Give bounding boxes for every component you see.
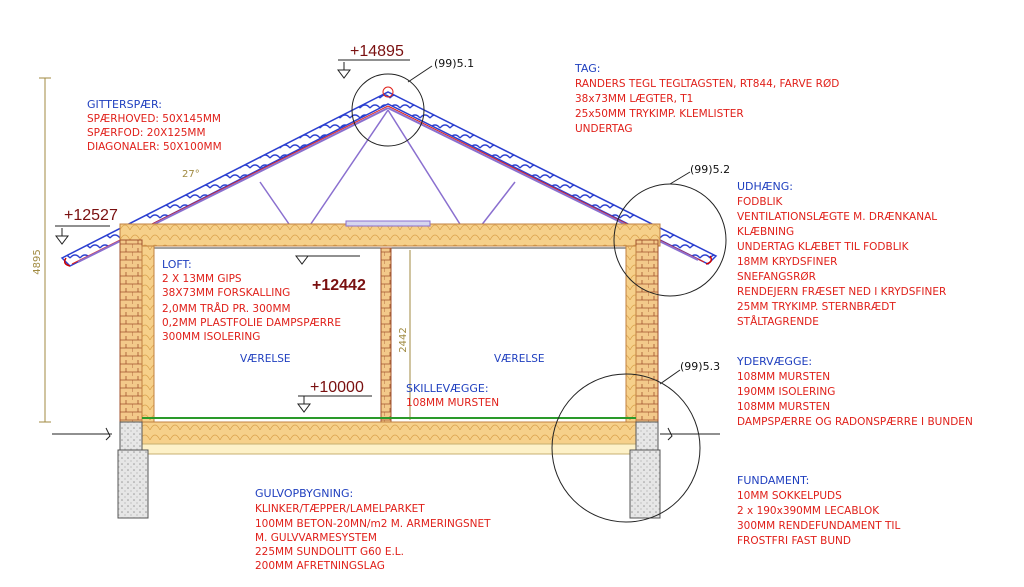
note-udhaeng: UDHÆNG: FODBLIK VENTILATIONSLÆGTE M. DRÆ… (737, 180, 946, 328)
level-floor-text: +10000 (310, 379, 364, 396)
note-line: M. GULVVARMESYSTEM (255, 532, 377, 544)
note-tag: TAG: RANDERS TEGL TEGLTAGSTEN, RT844, FA… (574, 62, 839, 135)
right-outer-wall (635, 239, 659, 423)
note-line: SPÆRFOD: 20X125MM (87, 127, 206, 139)
note-loft: LOFT: 2 X 13MM GIPS 38X73MM FORSKALLING … (162, 258, 341, 343)
total-height-dim: 4895 (32, 249, 43, 274)
room-height-dim: 2442 (398, 327, 409, 352)
note-line: 108MM MURSTEN (737, 401, 830, 413)
note-line: 200MM AFRETNINGSLAG (255, 560, 385, 572)
room-label-right: VÆRELSE (494, 353, 545, 365)
note-head: TAG: (574, 62, 600, 75)
roof-angle: 27° (182, 169, 200, 180)
note-line: 10MM SOKKELPUDS (737, 490, 842, 502)
note-line: UNDERTAG KLÆBET TIL FODBLIK (737, 241, 910, 253)
note-line: SPÆRHOVED: 50X145MM (87, 113, 221, 125)
note-line: RANDERS TEGL TEGLTAGSTEN, RT844, FARVE R… (575, 78, 839, 90)
note-line: 2,0MM TRÅD PR. 300MM (162, 302, 291, 315)
level-eaves-text: +12527 (64, 207, 118, 224)
note-line: 0,2MM PLASTFOLIE DAMPSPÆRRE (162, 317, 341, 329)
note-line: KLÆBNING (737, 226, 794, 238)
floor-construction (141, 417, 637, 455)
level-ceiling-text: +12442 (312, 277, 366, 294)
note-line: 25MM TRYKIMP. STERNBRÆDT (737, 301, 896, 313)
level-ridge-text: +14895 (350, 43, 404, 60)
note-line: VENTILATIONSLÆGTE M. DRÆNKANAL (737, 211, 937, 223)
left-foundation-upper (119, 421, 143, 451)
note-line: FROSTFRI FAST BUND (737, 535, 851, 547)
room-height-dimension: 2442 (398, 250, 411, 420)
note-head: GITTERSPÆR: (87, 98, 162, 111)
detail-ref-foundation: (99)5.3 (680, 360, 720, 373)
note-line: 18MM KRYDSFINER (737, 256, 837, 268)
note-line: 300MM ISOLERING (162, 331, 260, 343)
left-outer-wall (119, 239, 143, 423)
note-head: YDERVÆGGE: (736, 355, 812, 368)
ceiling-hatch (345, 220, 431, 227)
note-line: 225MM SUNDOLITT G60 E.L. (255, 546, 404, 558)
level-ridge: +14895 (337, 43, 410, 79)
note-line: 25x50MM TRYKIMP. KLEMLISTER (575, 108, 744, 120)
detail-circle-ridge[interactable] (351, 73, 425, 147)
note-line: 300MM RENDEFUNDAMENT TIL (737, 520, 900, 532)
left-foundation (117, 449, 149, 519)
note-head: GULVOPBYGNING: (255, 487, 353, 500)
note-line: 190MM ISOLERING (737, 386, 835, 398)
note-line: DIAGONALER: 50X100MM (87, 141, 222, 153)
note-head: LOFT: (162, 258, 192, 271)
note-head: FUNDAMENT: (737, 474, 809, 487)
note-line: 38x73MM LÆGTER, T1 (575, 93, 693, 105)
note-line: KLINKER/TÆPPER/LAMELPARKET (255, 503, 425, 515)
note-skillevaegge: SKILLEVÆGGE: 108MM MURSTEN (406, 382, 499, 409)
level-ceiling: +12442 (295, 255, 366, 294)
right-foundation-upper (635, 421, 659, 451)
note-line: 2 x 190x390MM LECABLOK (737, 505, 880, 517)
detail-ref-eaves: (99)5.2 (690, 163, 730, 176)
ground-line (52, 427, 720, 441)
height-dimension: 4895 (32, 77, 51, 423)
note-ydervaegge: YDERVÆGGE: 108MM MURSTEN 190MM ISOLERING… (736, 355, 973, 428)
note-line: 108MM MURSTEN (406, 397, 499, 409)
level-eaves: +12527 (55, 207, 118, 245)
note-line: 108MM MURSTEN (737, 371, 830, 383)
note-line: 100MM BETON-20MN/m2 M. ARMERINGSNET (255, 518, 491, 530)
note-gulvopbygning: GULVOPBYGNING: KLINKER/TÆPPER/LAMELPARKE… (255, 487, 491, 572)
note-head: UDHÆNG: (737, 180, 793, 193)
note-fundament: FUNDAMENT: 10MM SOKKELPUDS 2 x 190x390MM… (737, 474, 900, 547)
right-foundation (629, 449, 661, 519)
note-line: DAMPSPÆRRE OG RADONSPÆRRE I BUNDEN (737, 416, 973, 428)
level-floor: +10000 (297, 379, 372, 413)
note-line: STÅLTAGRENDE (737, 315, 819, 328)
left-wall-insulation (141, 245, 155, 423)
partition-wall (380, 247, 392, 423)
note-head: SKILLEVÆGGE: (406, 382, 489, 395)
note-line: RENDEJERN FRÆSET NED I KRYDSFINER (737, 286, 946, 298)
ceiling-insulation (119, 223, 661, 247)
room-label-left: VÆRELSE (240, 353, 291, 365)
note-line: FODBLIK (737, 196, 784, 208)
detail-circle-foundation[interactable] (551, 373, 701, 523)
detail-ref-ridge: (99)5.1 (434, 57, 474, 70)
note-line: 2 X 13MM GIPS (162, 273, 242, 285)
note-line: SNEFANGSRØR (737, 271, 816, 283)
note-line: 38X73MM FORSKALLING (162, 287, 290, 299)
note-gitterspaer: GITTERSPÆR: SPÆRHOVED: 50X145MM SPÆRFOD:… (87, 98, 222, 153)
note-line: UNDERTAG (575, 123, 633, 135)
right-wall-insulation (625, 245, 637, 423)
